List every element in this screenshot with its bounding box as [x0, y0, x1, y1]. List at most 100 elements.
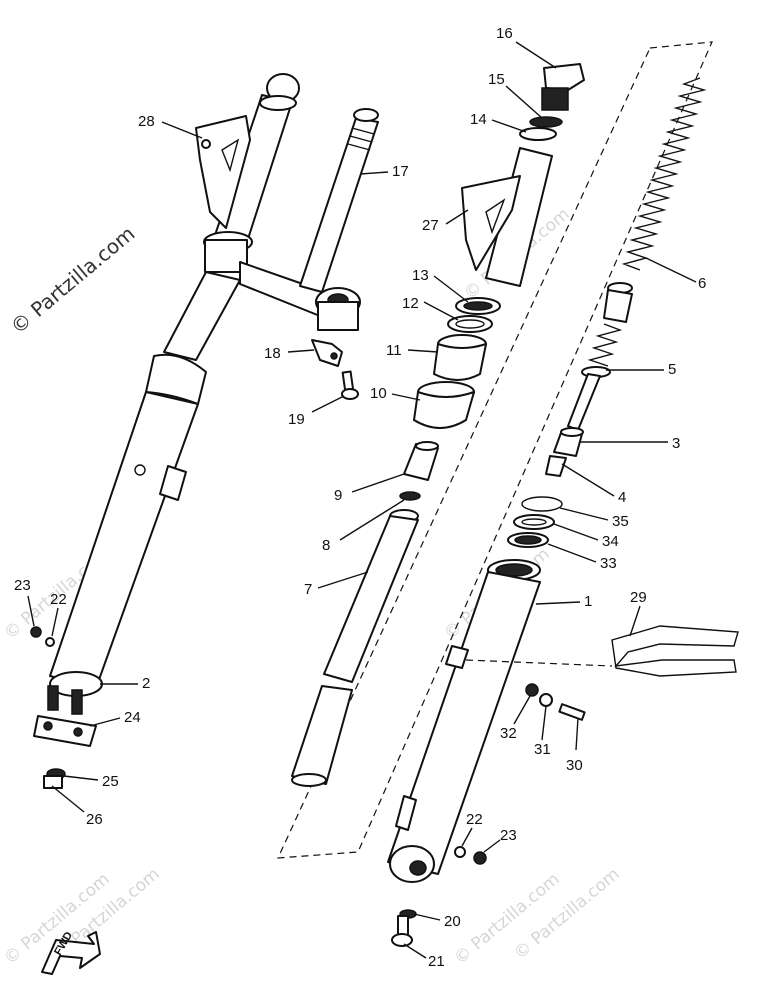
leader-23b — [483, 839, 501, 853]
callout-11: 11 — [386, 342, 402, 359]
taper-spindle — [545, 455, 567, 477]
leader-16 — [515, 41, 557, 69]
callout-5: 5 — [668, 361, 676, 378]
outer-tube-left — [49, 391, 199, 689]
inner-tube-exploded-bottom — [291, 773, 327, 787]
callout-23-left: 23 — [14, 577, 31, 594]
callout-numbers: 16 15 14 28 17 27 13 6 12 11 18 5 10 19 … — [14, 25, 706, 970]
callout-17: 17 — [392, 163, 409, 180]
clamp-bolt — [341, 370, 359, 400]
leader-34 — [553, 523, 599, 541]
ring-34-inner — [521, 518, 547, 526]
inner-tube-middle — [163, 271, 241, 361]
leader-23a — [27, 595, 35, 627]
seal-ring-12 — [447, 315, 493, 333]
leader-6 — [645, 257, 697, 283]
callout-30: 30 — [566, 757, 583, 774]
callout-12: 12 — [402, 295, 419, 312]
leader-1 — [535, 601, 581, 605]
axle-cap — [33, 715, 97, 747]
axle-stud-right — [71, 689, 83, 715]
leader-27 — [445, 209, 469, 225]
ring-33-inner — [514, 535, 542, 545]
leader-8 — [339, 499, 405, 541]
callout-22-right: 22 — [466, 811, 483, 828]
leader-4 — [561, 463, 615, 497]
leader-13 — [433, 275, 469, 303]
callout-29: 29 — [630, 589, 647, 606]
leader-10 — [391, 393, 421, 401]
callout-2: 2 — [142, 675, 150, 692]
stem-tube-body — [299, 117, 379, 293]
cover-11-body — [433, 343, 487, 381]
o-ring — [529, 116, 563, 128]
inner-tube-exploded-lower — [291, 685, 353, 785]
callout-16: 16 — [496, 25, 513, 42]
fork-cap-ring — [259, 95, 297, 111]
leader-26 — [51, 785, 85, 813]
exploded-view-frame — [277, 41, 713, 859]
leader-17 — [359, 171, 389, 175]
ring-34 — [513, 514, 555, 530]
seal-ring-12-inner — [455, 319, 485, 329]
leader-28 — [161, 121, 203, 139]
callout-4: 4 — [618, 489, 626, 506]
leader-12 — [423, 301, 459, 321]
callout-23-right: 23 — [500, 827, 517, 844]
callout-7: 7 — [304, 581, 312, 598]
leader-22b — [461, 827, 473, 847]
exploded-parts-center — [291, 63, 585, 787]
leader-14 — [491, 119, 527, 133]
watermark: © Partzilla.com — [448, 0, 561, 4]
callout-21: 21 — [428, 953, 445, 970]
callout-13: 13 — [412, 267, 429, 284]
fwd-arrow-shape — [41, 931, 101, 975]
washer-32 — [525, 683, 539, 697]
seal-ring-13-inner — [463, 301, 493, 311]
outer-tube-right — [387, 571, 541, 875]
callout-24: 24 — [124, 709, 141, 726]
oil-lock-piece-top — [560, 427, 584, 437]
damper-rod-shaft — [567, 373, 601, 431]
drain-bolt-right — [473, 851, 487, 865]
callout-27: 27 — [422, 217, 439, 234]
outer-tube-bolt-hole — [134, 464, 146, 476]
leader-15 — [505, 85, 543, 119]
callout-6: 6 — [698, 275, 706, 292]
upper-bracket-bolt — [201, 139, 211, 149]
callout-3: 3 — [672, 435, 680, 452]
washer-top — [519, 127, 557, 141]
leader-25 — [63, 775, 99, 781]
stem-tube-thread — [347, 127, 375, 151]
callout-20: 20 — [444, 913, 461, 930]
callout-22-left: 22 — [50, 591, 67, 608]
upper-bracket-hole — [221, 138, 240, 173]
bushing-top — [415, 441, 439, 451]
clamp-plate — [311, 339, 343, 367]
assembled-fork-left — [30, 73, 361, 789]
leader-35 — [559, 507, 609, 521]
callout-26: 26 — [86, 811, 103, 828]
upper-bracket-exploded-hole — [485, 198, 506, 235]
outer-tube-right-boss — [395, 795, 417, 831]
callout-1: 1 — [584, 593, 592, 610]
axle-cap-hole-left — [43, 721, 53, 731]
callout-34: 34 — [602, 533, 619, 550]
washer-31 — [539, 693, 553, 707]
clamp-bolt-head — [341, 388, 359, 400]
cover-10-body — [413, 391, 475, 429]
callout-19: 19 — [288, 411, 305, 428]
brake-hose-stay — [611, 625, 739, 677]
axle-stud-left — [47, 685, 59, 711]
clamp-plate-hole — [330, 352, 338, 360]
callout-32: 32 — [500, 725, 517, 742]
drain-washer — [45, 637, 55, 647]
leader-31 — [541, 705, 547, 741]
axle-cap-hole-right — [73, 727, 83, 737]
leader-20 — [413, 913, 441, 921]
stem-tube-top — [353, 108, 379, 122]
callout-14: 14 — [470, 111, 487, 128]
outer-tube-boss — [159, 465, 187, 501]
bolt-30-shank — [558, 703, 586, 721]
